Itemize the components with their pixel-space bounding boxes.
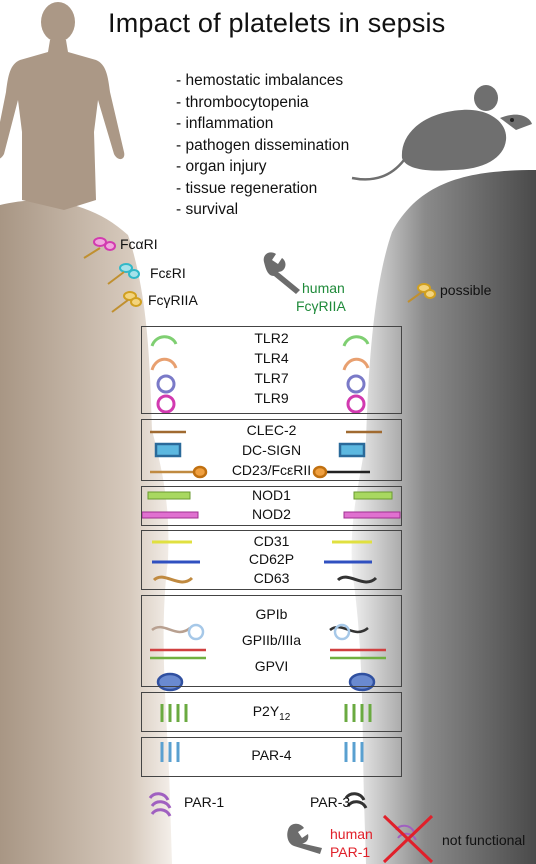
gpvi-label: GPVI bbox=[254, 658, 289, 674]
p2y12-label: P2Y12 bbox=[141, 703, 402, 723]
human-silhouette bbox=[0, 2, 125, 210]
cd31-label: CD31 bbox=[253, 533, 290, 549]
impact-item: - survival bbox=[176, 201, 239, 218]
p2y12-glyphs bbox=[160, 704, 372, 722]
lectin-glyphs bbox=[150, 430, 382, 479]
fc-alpha-ri-label: FcαRI bbox=[120, 236, 158, 252]
impact-item: - pathogen dissemination bbox=[176, 136, 350, 154]
par4-label: PAR-4 bbox=[251, 747, 292, 763]
cd63-label: CD63 bbox=[253, 570, 290, 586]
impact-item: - organ injury bbox=[176, 158, 267, 175]
possible-note: possible bbox=[440, 282, 492, 298]
par3-label: PAR-3 bbox=[310, 794, 351, 810]
adhesion-box bbox=[141, 530, 402, 590]
not-functional-note: not functional bbox=[442, 832, 526, 848]
tlr9-label: TLR9 bbox=[254, 390, 289, 406]
wrench-icon bbox=[263, 252, 300, 294]
par1-glyph bbox=[148, 792, 172, 817]
adhesion-glyphs bbox=[152, 540, 378, 584]
par1-label: PAR-1 bbox=[184, 794, 225, 810]
tlr-box bbox=[141, 326, 402, 414]
cd62p-label: CD62P bbox=[248, 551, 295, 567]
p2y-base: P2Y bbox=[252, 703, 280, 719]
tlr4-label: TLR4 bbox=[254, 350, 289, 366]
human-side-region bbox=[0, 200, 172, 864]
cd23-label: CD23/FcεRII bbox=[231, 462, 312, 478]
mouse-silhouette bbox=[351, 85, 532, 181]
fc-epsilon-ri-label: FcεRI bbox=[150, 265, 186, 281]
glycoprotein-box bbox=[141, 595, 402, 687]
nod-box bbox=[141, 486, 402, 526]
tlr2-label: TLR2 bbox=[254, 330, 289, 346]
par4-glyphs bbox=[160, 742, 364, 762]
impact-item: - hemostatic imbalances bbox=[176, 72, 344, 89]
tlr-glyphs bbox=[150, 335, 370, 414]
red-cross-icon bbox=[382, 814, 434, 864]
gpiib-iiia-label: GPIIb/IIIa bbox=[241, 632, 302, 648]
tlr7-label: TLR7 bbox=[254, 370, 289, 386]
gpib-label: GPIb bbox=[255, 606, 288, 622]
p2y-subscript: 12 bbox=[279, 711, 291, 723]
impact-item: - tissue regeneration bbox=[176, 179, 318, 197]
human-par1-line1: human bbox=[330, 826, 373, 842]
nod1-label: NOD1 bbox=[252, 487, 291, 503]
impact-item: - thrombocytopenia bbox=[176, 93, 309, 111]
nod-glyphs bbox=[141, 491, 401, 519]
mouse-side-region bbox=[351, 170, 536, 864]
clec2-label: CLEC-2 bbox=[246, 422, 297, 438]
human-par1-line2: PAR-1 bbox=[330, 844, 371, 860]
lectin-box bbox=[141, 419, 402, 481]
human-fcgriia-line1: human bbox=[302, 280, 345, 296]
wrench-icon-bottom bbox=[287, 823, 322, 854]
fc-receptor-glyphs bbox=[83, 237, 142, 313]
fc-gamma-riia-label: FcγRIIA bbox=[148, 292, 198, 308]
impact-item: - inflammation bbox=[176, 115, 274, 132]
dc-sign-label: DC-SIGN bbox=[241, 442, 302, 458]
human-fcgriia-line2: FcγRIIA bbox=[296, 298, 346, 314]
nod2-label: NOD2 bbox=[252, 506, 291, 522]
par4-box bbox=[141, 737, 402, 777]
human-fcgriia-glyph bbox=[407, 283, 436, 303]
figure-title: Impact of platelets in sepsis bbox=[108, 8, 446, 38]
par3-glyph bbox=[344, 792, 368, 809]
p2y12-box bbox=[141, 692, 402, 732]
